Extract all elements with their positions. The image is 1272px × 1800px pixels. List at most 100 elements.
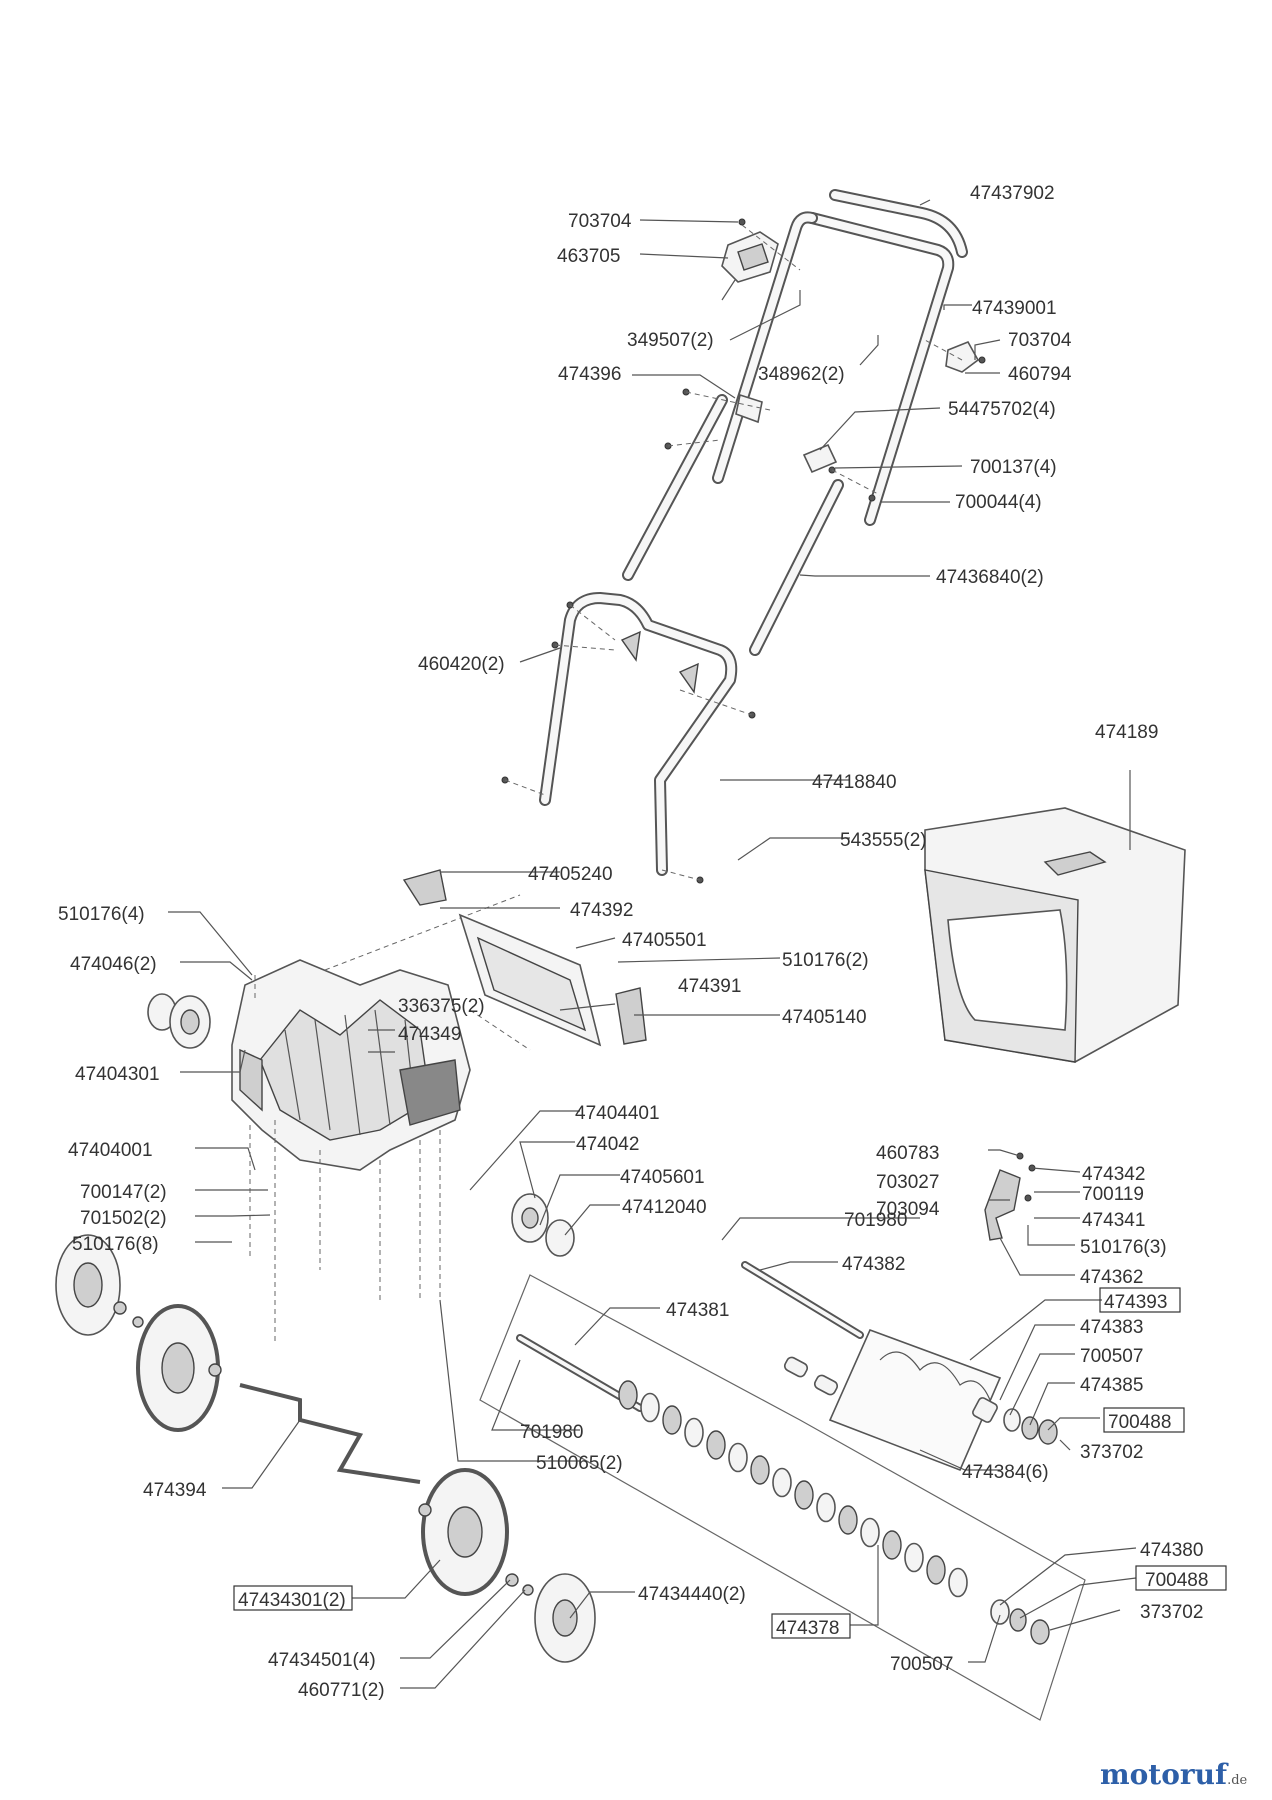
label-510176-8: 510176(8)	[72, 1234, 159, 1255]
label-701980-left: 701980	[520, 1422, 583, 1443]
roller-assembly	[479, 1152, 1086, 1721]
label-700488-lower: 700488	[1145, 1570, 1208, 1591]
label-700507: 700507	[1080, 1346, 1143, 1367]
label-54475702: 54475702(4)	[948, 399, 1056, 420]
tine-disc	[706, 1430, 726, 1460]
label-700147: 700147(2)	[80, 1182, 167, 1203]
tine-disc	[816, 1492, 836, 1523]
wheels	[55, 993, 596, 1663]
clamp-474396	[735, 393, 763, 424]
label-703704-right: 703704	[1008, 330, 1072, 351]
label-460420: 460420(2)	[418, 654, 505, 675]
label-701502: 701502(2)	[80, 1208, 167, 1229]
box-700488-lower	[1135, 1565, 1227, 1591]
label-474383: 474383	[1080, 1317, 1143, 1338]
tine-disc	[750, 1455, 770, 1485]
label-474342: 474342	[1082, 1164, 1145, 1185]
label-47404001: 47404001	[68, 1140, 153, 1161]
tine-disc	[904, 1542, 924, 1573]
label-700044: 700044(4)	[955, 492, 1042, 513]
label-510176-3: 510176(3)	[1080, 1237, 1167, 1258]
label-474362: 474362	[1080, 1267, 1143, 1288]
label-460783: 460783	[876, 1143, 939, 1164]
label-47434501: 47434501(4)	[268, 1650, 376, 1671]
label-460771: 460771(2)	[298, 1680, 385, 1701]
label-700507-lower: 700507	[890, 1654, 953, 1675]
label-474378: 474378	[776, 1618, 839, 1639]
box-474393	[1099, 1287, 1181, 1313]
motoruf-logo: motoruf.de	[1100, 1758, 1247, 1791]
label-47405140: 47405140	[782, 1007, 867, 1028]
label-47405501: 47405501	[622, 930, 707, 951]
label-474392: 474392	[570, 900, 633, 921]
box-474378	[771, 1613, 851, 1639]
label-474396: 474396	[558, 364, 621, 385]
logo-tld: .de	[1227, 1773, 1248, 1788]
tine-disc	[640, 1392, 660, 1423]
lever-460794	[945, 340, 980, 373]
label-474391: 474391	[678, 976, 741, 997]
handle-assembly	[501, 189, 986, 884]
rear-axle-474394	[239, 1383, 421, 1484]
leader-lines	[168, 199, 1137, 1689]
label-474341: 474341	[1082, 1210, 1145, 1231]
label-47405240: 47405240	[528, 864, 613, 885]
tine-disc	[728, 1442, 748, 1473]
label-700488: 700488	[1108, 1412, 1171, 1433]
label-474381: 474381	[666, 1300, 729, 1321]
label-700119: 700119	[1082, 1184, 1144, 1205]
label-510176-2: 510176(2)	[782, 950, 869, 971]
tine-disc	[618, 1380, 638, 1410]
tine-disc	[926, 1555, 946, 1585]
tine-disc	[662, 1405, 682, 1435]
wing-knob-right	[678, 662, 699, 694]
tine-disc	[860, 1517, 880, 1548]
label-474382: 474382	[842, 1254, 905, 1275]
tine-disc	[838, 1505, 858, 1535]
label-474384: 474384(6)	[962, 1462, 1049, 1483]
label-349507: 349507(2)	[627, 330, 714, 351]
part-number-labels: 47437902 703704 463705 47439001 349507(2…	[58, 183, 1227, 1701]
label-47434301: 47434301(2)	[238, 1590, 346, 1611]
label-474189: 474189	[1095, 722, 1158, 743]
label-463705: 463705	[557, 246, 620, 267]
box-700488	[1103, 1407, 1185, 1433]
label-474042: 474042	[576, 1134, 639, 1155]
tine-disc	[882, 1530, 902, 1560]
label-47418840: 47418840	[812, 772, 897, 793]
label-700137: 700137(4)	[970, 457, 1057, 478]
label-703704: 703704	[568, 211, 632, 232]
tine-disc	[794, 1480, 814, 1510]
label-47412040: 47412040	[622, 1197, 707, 1218]
tine-disc	[948, 1567, 968, 1598]
label-474393: 474393	[1104, 1292, 1167, 1313]
clamp-54475702	[802, 443, 838, 474]
label-474394: 474394	[143, 1480, 207, 1501]
label-47437902: 47437902	[970, 183, 1055, 204]
tine-disc	[772, 1467, 792, 1498]
label-47404301: 47404301	[75, 1064, 160, 1085]
label-348962: 348962(2)	[758, 364, 845, 385]
label-510176-4: 510176(4)	[58, 904, 145, 925]
label-373702-lower: 373702	[1140, 1602, 1203, 1623]
wing-knob-left	[620, 630, 641, 662]
label-474380: 474380	[1140, 1540, 1203, 1561]
label-47439001: 47439001	[972, 298, 1057, 319]
label-373702: 373702	[1080, 1442, 1143, 1463]
grass-box	[924, 807, 1186, 1063]
label-47404401: 47404401	[575, 1103, 660, 1124]
logo-name: motoruf	[1100, 1758, 1228, 1791]
front-flap	[402, 869, 647, 1047]
label-510065: 510065(2)	[536, 1453, 623, 1474]
label-47405601: 47405601	[620, 1167, 705, 1188]
chassis-housing	[231, 894, 531, 1484]
label-543555: 543555(2)	[840, 830, 927, 851]
label-703027: 703027	[876, 1172, 939, 1193]
label-701980: 701980	[844, 1210, 907, 1231]
label-474046: 474046(2)	[70, 954, 157, 975]
label-460794: 460794	[1008, 364, 1072, 385]
label-703094: 703094	[876, 1199, 940, 1220]
label-474349: 474349	[398, 1024, 461, 1045]
label-47434440: 47434440(2)	[638, 1584, 746, 1605]
